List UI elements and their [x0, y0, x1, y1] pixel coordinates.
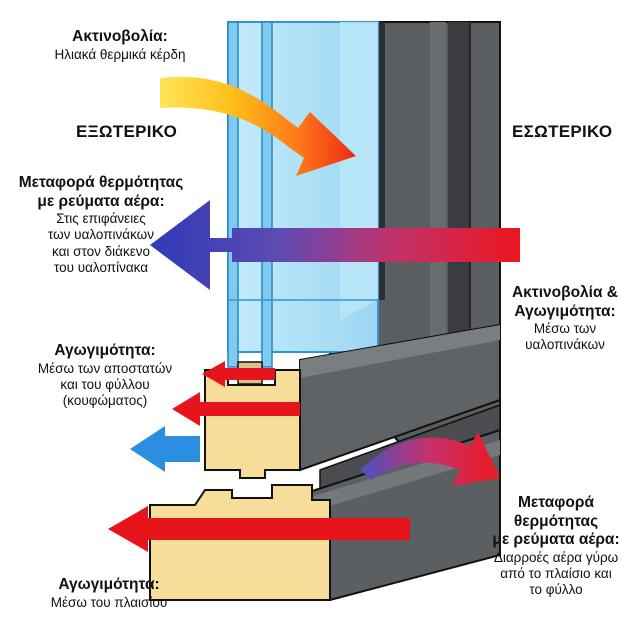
conduction-frame-arrow — [108, 506, 410, 552]
conduction-sash-line-1: Μέσω των αποστατών — [37, 360, 173, 376]
convection-leak-title-2: με ρεύματα αέρα: — [492, 531, 620, 549]
interior-label: ΕΣΩΤΕΡΙΚΟ — [512, 122, 613, 141]
convection-glass-arrow — [150, 200, 520, 290]
radiation-title: Ακτινοβολία: — [72, 28, 168, 45]
conduction-sash-title: Αγωγιμότητα: — [54, 342, 156, 359]
conduction-sash-line-2: και του φύλλου — [60, 376, 150, 392]
radiation-conduction-line-2: υαλοπινάκων — [525, 337, 605, 353]
convection-glass-title-2: με ρεύματα αέρα: — [37, 192, 165, 210]
conduction-frame-label: Αγωγιμότητα: Μέσω του πλαισίου — [24, 576, 194, 611]
radiation-conduction-title-1: Ακτινοβολία & — [511, 284, 619, 301]
convection-leak-arrow — [360, 432, 500, 486]
conduction-frame-title: Αγωγιμότητα: — [58, 576, 160, 593]
solar-radiation-arrow — [160, 76, 356, 176]
convection-glass-line-1: Στις επιφάνειες — [56, 211, 146, 227]
convection-leak-label: Μεταφορά θερμότητας με ρεύματα αέρα: Δια… — [474, 494, 638, 598]
radiation-conduction-title-2: Αγωγιμότητα: — [514, 302, 616, 320]
convection-glass-label: Μεταφορά θερμότητας με ρεύματα αέρα: Στι… — [6, 174, 196, 276]
convection-glass-title-1: Μεταφορά θερμότητας — [18, 174, 184, 191]
radiation-conduction-label: Ακτινοβολία & Αγωγιμότητα: Μέσω των υαλο… — [492, 284, 638, 354]
exterior-label: ΕΞΩΤΕΡΙΚΟ — [76, 122, 178, 141]
convection-leak-title-1: Μεταφορά θερμότητας — [513, 494, 599, 530]
air-leak-arrow — [130, 426, 200, 472]
convection-leak-line-1: Διαρροές αέρα γύρω — [493, 549, 619, 565]
double-glazing — [227, 21, 379, 368]
radiation-line-1: Ηλιακά θερμικά κέρδη — [54, 46, 186, 62]
conduction-sash-arrows — [172, 361, 300, 426]
convection-glass-line-3: και στον διάκενο — [52, 243, 150, 259]
convection-glass-line-2: των υαλοπινάκων — [48, 227, 154, 243]
conduction-sash-line-3: (κουφώματος) — [62, 392, 148, 408]
convection-leak-line-2: από το πλαίσιο και — [500, 565, 612, 581]
radiation-label: Ακτινοβολία: Ηλιακά θερμικά κέρδη — [20, 28, 220, 63]
convection-leak-line-3: το φύλλο — [529, 582, 583, 598]
radiation-conduction-line-1: Μέσω των — [533, 321, 597, 337]
convection-glass-line-4: του υαλοπίνακα — [53, 259, 149, 275]
conduction-frame-line-1: Μέσω του πλαισίου — [50, 594, 168, 610]
conduction-sash-label: Αγωγιμότητα: Μέσω των αποστατών και του … — [20, 342, 190, 409]
